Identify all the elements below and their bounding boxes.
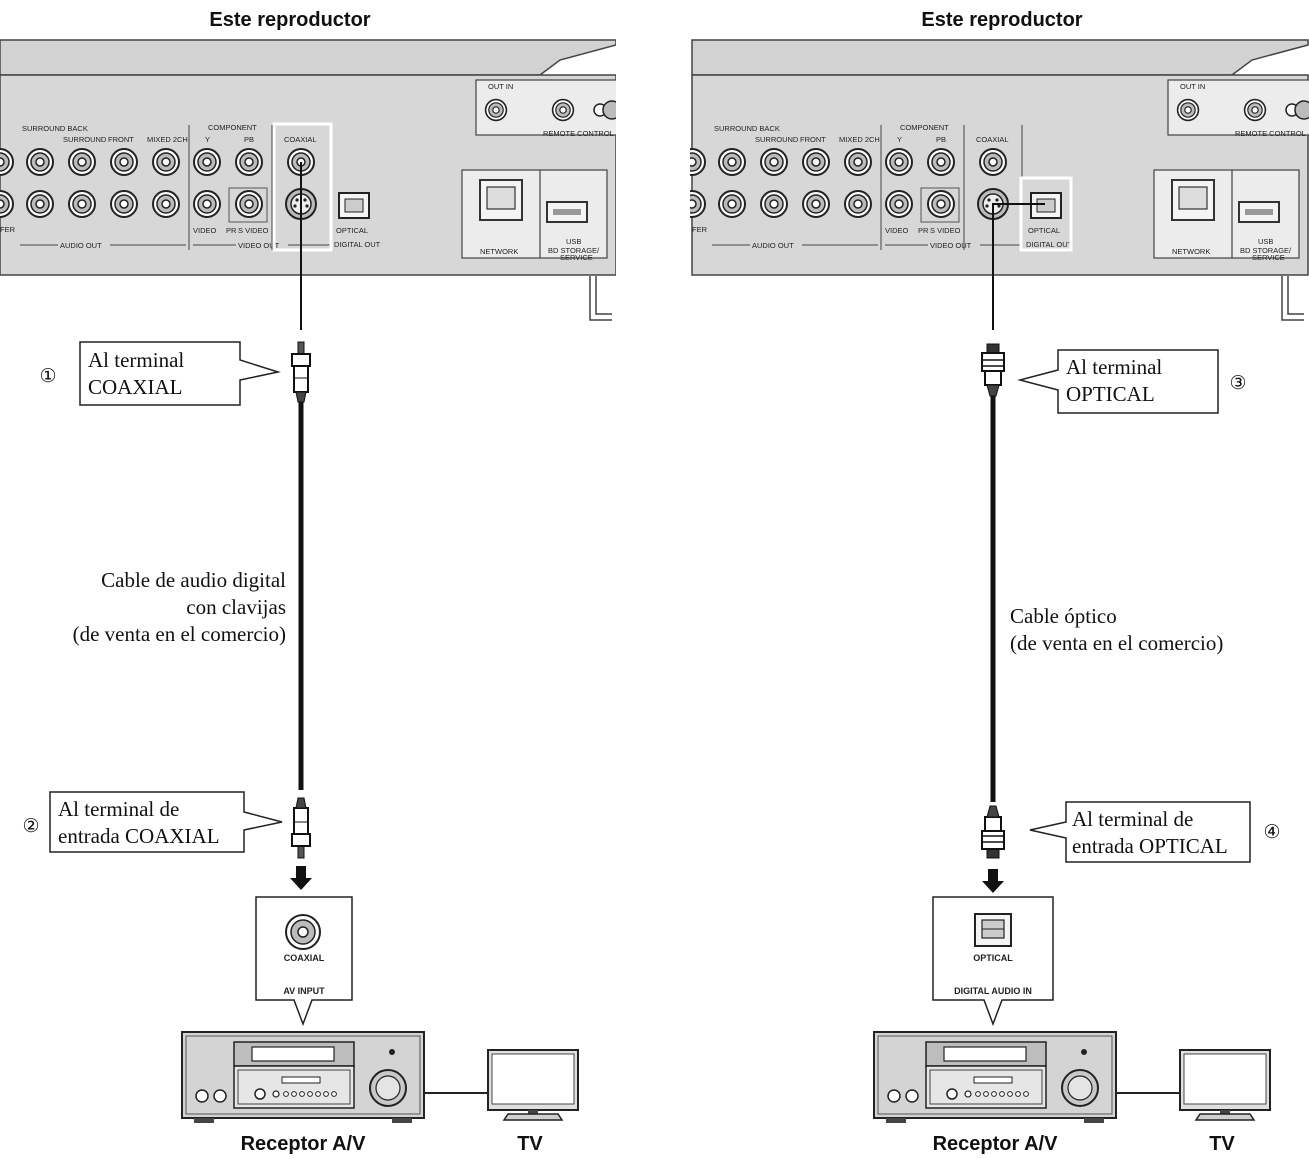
callout-optical: Al terminal OPTICAL ③ (1017, 349, 1247, 414)
arrow-down-icon (982, 869, 1004, 893)
y-label: Y (897, 135, 902, 144)
audio-out-label: AUDIO OUT (60, 241, 102, 250)
receiver-label-left: Receptor A/V (241, 1133, 367, 1155)
remote-control-label: REMOTE CONTROL (543, 129, 614, 138)
callout-coaxial-input: Al terminal de entrada COAXIAL ② (22, 791, 283, 853)
fer-label: FER (692, 225, 708, 234)
coax-cable-label: Cable de audio digital con clavijas (de … (73, 568, 287, 646)
fer-label: FER (0, 225, 16, 234)
av-receiver-left (181, 1031, 425, 1124)
mixed-2ch-label: MIXED 2CH (147, 135, 188, 144)
right-diagram: Este reproductor OUT IN REMOTE CONTROL N… (690, 9, 1309, 1155)
callout-optical-line1: Al terminal (1066, 355, 1162, 379)
surround-back-label: SURROUND BACK (22, 124, 88, 133)
step-3-marker: ③ (1229, 372, 1246, 394)
video-out-label: VIDEO OUT (930, 241, 972, 250)
optical-cable-label: Cable óptico (de venta en el comercio) (1010, 604, 1223, 655)
surround-label: SURROUND (755, 135, 799, 144)
y-label: Y (205, 135, 210, 144)
coaxial-panel-label: COAXIAL (976, 135, 1009, 144)
optical-highlight (1019, 176, 1073, 252)
tv-right (1179, 1049, 1271, 1121)
coax-plug-bottom (291, 797, 311, 859)
audio-out-label: AUDIO OUT (752, 241, 794, 250)
optical-panel-label: OPTICAL (1028, 226, 1060, 235)
coaxial-input-port-label: COAXIAL (284, 953, 325, 963)
video-label: VIDEO (885, 226, 909, 235)
callout-optical-input: Al terminal de entrada OPTICAL ④ (1029, 801, 1281, 863)
callout-coaxial-input-line2: entrada COAXIAL (58, 824, 220, 848)
s-video-label: S VIDEO (238, 226, 269, 235)
mixed-2ch-label: MIXED 2CH (839, 135, 880, 144)
left-diagram: Este reproductor OUT IN REMOTE CONTROL N… (0, 9, 616, 1155)
callout-coaxial-input-line1: Al terminal de (58, 797, 179, 821)
callout-optical-input-line2: entrada OPTICAL (1072, 834, 1228, 858)
callout-optical-input-line1: Al terminal de (1072, 807, 1193, 831)
pr-label: PR (918, 226, 929, 235)
component-label: COMPONENT (900, 123, 949, 132)
pb-label: PB (936, 135, 946, 144)
digital-audio-in-label: DIGITAL AUDIO IN (954, 986, 1032, 996)
coax-plug-top (291, 341, 311, 403)
tv-label-left: TV (517, 1133, 543, 1155)
right-player-panel: OUT IN REMOTE CONTROL NETWORK USB BD STO… (690, 39, 1309, 321)
network-label: NETWORK (1172, 247, 1210, 256)
step-1-marker: ① (39, 365, 56, 387)
digital-audio-in-box: OPTICAL DIGITAL AUDIO IN (932, 896, 1054, 1027)
left-player-title: Este reproductor (209, 9, 370, 31)
optical-plug-bottom (981, 805, 1005, 859)
service-label: SERVICE (1252, 253, 1285, 262)
network-label: NETWORK (480, 247, 518, 256)
optical-plug-top (981, 343, 1005, 397)
pr-label: PR (226, 226, 237, 235)
coaxial-highlight (272, 122, 333, 252)
av-receiver-right (873, 1031, 1117, 1124)
step-4-marker: ④ (1263, 821, 1280, 843)
out-in-label: OUT IN (1180, 82, 1205, 91)
right-player-title: Este reproductor (921, 9, 1082, 31)
coax-cable-label-line2: con clavijas (186, 595, 286, 619)
bd-storage-label: BD STORAGE/ (1240, 246, 1292, 255)
callout-coaxial-line1: Al terminal (88, 348, 184, 372)
left-player-panel: OUT IN REMOTE CONTROL NETWORK USB BD STO… (0, 39, 616, 321)
optical-cable-label-line2: (de venta en el comercio) (1010, 631, 1223, 655)
receiver-label-right: Receptor A/V (933, 1133, 1059, 1155)
optical-panel-label: OPTICAL (336, 226, 368, 235)
front-label: FRONT (108, 135, 134, 144)
usb-label: USB (566, 237, 581, 246)
video-out-label: VIDEO OUT (238, 241, 280, 250)
av-input-box: COAXIAL AV INPUT (255, 896, 353, 1027)
optical-input-port-label: OPTICAL (973, 953, 1013, 963)
av-input-label: AV INPUT (283, 986, 325, 996)
remote-control-label: REMOTE CONTROL (1235, 129, 1306, 138)
tv-left (487, 1049, 579, 1121)
surround-back-label: SURROUND BACK (714, 124, 780, 133)
video-label: VIDEO (193, 226, 217, 235)
s-video-label: S VIDEO (930, 226, 961, 235)
usb-label: USB (1258, 237, 1273, 246)
bd-storage-label: BD STORAGE/ (548, 246, 600, 255)
component-label: COMPONENT (208, 123, 257, 132)
digital-out-label: DIGITAL OUT (334, 240, 381, 249)
optical-cable-upper (992, 203, 1045, 330)
callout-coaxial-line2: COAXIAL (88, 375, 183, 399)
out-in-label: OUT IN (488, 82, 513, 91)
optical-cable-label-line1: Cable óptico (1010, 604, 1117, 628)
service-label: SERVICE (560, 253, 593, 262)
step-2-marker: ② (22, 815, 39, 837)
coaxial-panel-label: COAXIAL (284, 135, 317, 144)
surround-label: SURROUND (63, 135, 107, 144)
coax-cable-label-line1: Cable de audio digital (101, 568, 286, 592)
pb-label: PB (244, 135, 254, 144)
arrow-down-icon (290, 866, 312, 890)
front-label: FRONT (800, 135, 826, 144)
callout-optical-line2: OPTICAL (1066, 382, 1155, 406)
callout-coaxial: Al terminal COAXIAL ① (39, 341, 281, 406)
digital-out-label: DIGITAL OUT (1026, 240, 1073, 249)
coax-cable-label-line3: (de venta en el comercio) (73, 622, 286, 646)
tv-label-right: TV (1209, 1133, 1235, 1155)
